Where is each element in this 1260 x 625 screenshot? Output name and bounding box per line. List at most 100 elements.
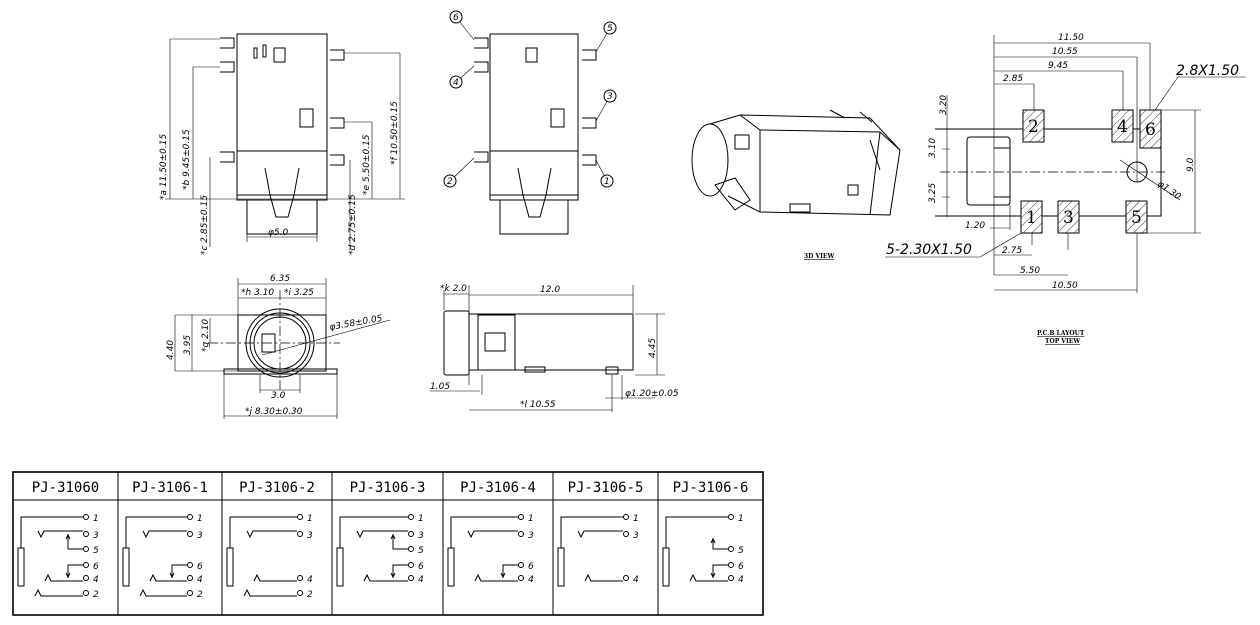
- pin-number: 6: [453, 13, 459, 23]
- iso-view-caption: 3D VIEW: [804, 253, 835, 260]
- side-dim-l: *l 10.55: [520, 400, 556, 410]
- terminal-circle: [518, 514, 524, 520]
- pcb-pad: [1111, 109, 1134, 143]
- terminal-circle: [297, 514, 303, 520]
- pcb-pad-number: 6: [1145, 120, 1156, 140]
- terminal-circle: [408, 562, 414, 568]
- terminal-circle: [408, 575, 414, 581]
- terminal-circle: [728, 514, 734, 520]
- terminal-circle: [518, 531, 524, 537]
- side-dim-1-05: 1.05: [430, 382, 450, 392]
- pcb-dim-1-20: 1.20: [965, 221, 985, 231]
- switch-contact: [65, 564, 83, 579]
- variant-model: PJ-31060: [32, 480, 99, 496]
- variant-model: PJ-3106-6: [673, 480, 749, 496]
- terminal-circle: [83, 531, 89, 537]
- switch-contact: [710, 564, 728, 579]
- pcb-dim-hole: φ1.30: [1155, 179, 1182, 202]
- pcb-pad-number: 3: [1063, 208, 1074, 228]
- terminal-label: 3: [418, 531, 424, 541]
- end-dim-3-0: 3.0: [271, 391, 286, 401]
- terminal-label: 3: [197, 531, 203, 541]
- pin-number: 4: [453, 78, 459, 88]
- side-view: *k 2.0 12.0 4.45 1.05 *l 10.55 φ1.20±0.0…: [430, 284, 679, 412]
- terminal-label: 2: [197, 590, 203, 600]
- terminal-circle: [187, 531, 193, 537]
- terminal-label: 1: [197, 514, 203, 524]
- terminal-label: 1: [307, 514, 313, 524]
- side-dim-12: 12.0: [540, 285, 560, 295]
- end-dim-h: *h 3.10: [241, 288, 274, 298]
- dim-c: *c 2.85±0.15: [200, 195, 210, 255]
- terminal-circle: [408, 546, 414, 552]
- terminal-circle: [187, 562, 193, 568]
- plug-symbol: [557, 547, 565, 587]
- terminal-circle: [187, 514, 193, 520]
- terminal-circle: [728, 562, 734, 568]
- end-dim-6-35: 6.35: [270, 274, 290, 284]
- terminal-circle: [623, 575, 629, 581]
- pin-number: 2: [447, 177, 453, 187]
- terminal-circle: [83, 546, 89, 552]
- plug-symbol: [122, 547, 130, 587]
- pcb-dim-2-85: 2.85: [1003, 74, 1023, 84]
- terminal-label: 3: [307, 531, 313, 541]
- plug-symbol: [336, 547, 344, 587]
- pcb-dim-3-10: 3.10: [928, 138, 938, 158]
- pin-number-circle: [449, 75, 463, 89]
- pcb-dim-3-25: 3.25: [928, 183, 938, 203]
- pad-note-large: 2.8X1.50: [1176, 63, 1239, 79]
- terminal-circle: [728, 575, 734, 581]
- terminal-circle: [297, 590, 303, 596]
- pcb-dim-3-20: 3.20: [939, 95, 949, 115]
- end-dim-phi358: φ3.58±0.05: [329, 314, 384, 333]
- pad-note-small: 5-2.30X1.50: [886, 242, 972, 258]
- terminal-circle: [623, 531, 629, 537]
- terminal-label: 3: [528, 531, 534, 541]
- terminal-label: 4: [197, 575, 203, 585]
- dim-f: *f 10.50±0.15: [390, 101, 400, 165]
- pin-number-circle: [603, 21, 617, 35]
- terminal-circle: [297, 575, 303, 581]
- terminal-label: 4: [633, 575, 639, 585]
- pin-number-circle: [603, 89, 617, 103]
- pcb-dim-9-0: 9.0: [1186, 157, 1196, 172]
- terminal-label: 1: [93, 514, 99, 524]
- switch-contact: [169, 564, 187, 579]
- terminal-label: 4: [528, 575, 534, 585]
- terminal-circle: [83, 562, 89, 568]
- terminal-circle: [187, 575, 193, 581]
- pcb-dim-10-55: 10.55: [1052, 47, 1078, 57]
- terminal-label: 1: [633, 514, 639, 524]
- plug-symbol: [226, 547, 234, 587]
- dim-e: *e 5.50±0.15: [362, 134, 372, 195]
- front-view: *a 11.50±0.15 *b 9.45±0.15 *c 2.85±0.15 …: [159, 33, 405, 255]
- terminal-circle: [518, 562, 524, 568]
- end-dim-4-40: 4.40: [166, 340, 176, 360]
- terminal-circle: [728, 546, 734, 552]
- terminal-circle: [83, 575, 89, 581]
- pcb-pad: [1057, 200, 1080, 234]
- terminal-label: 4: [738, 575, 744, 585]
- switch-contact: [390, 564, 408, 579]
- plug-symbol: [17, 547, 25, 587]
- pcb-pad: [1020, 200, 1043, 234]
- terminal-circle: [518, 575, 524, 581]
- terminal-label: 4: [418, 575, 424, 585]
- pcb-dim-11-50: 11.50: [1058, 33, 1084, 43]
- switch-contact: [65, 533, 83, 550]
- pin-number-circle: [443, 174, 457, 188]
- plug-symbol: [447, 547, 455, 587]
- pcb-pad-number: 1: [1026, 208, 1037, 228]
- pcb-pad: [1125, 200, 1148, 234]
- variant-model: PJ-3106-4: [460, 480, 536, 496]
- terminal-label: 4: [307, 575, 313, 585]
- terminal-label: 3: [93, 531, 99, 541]
